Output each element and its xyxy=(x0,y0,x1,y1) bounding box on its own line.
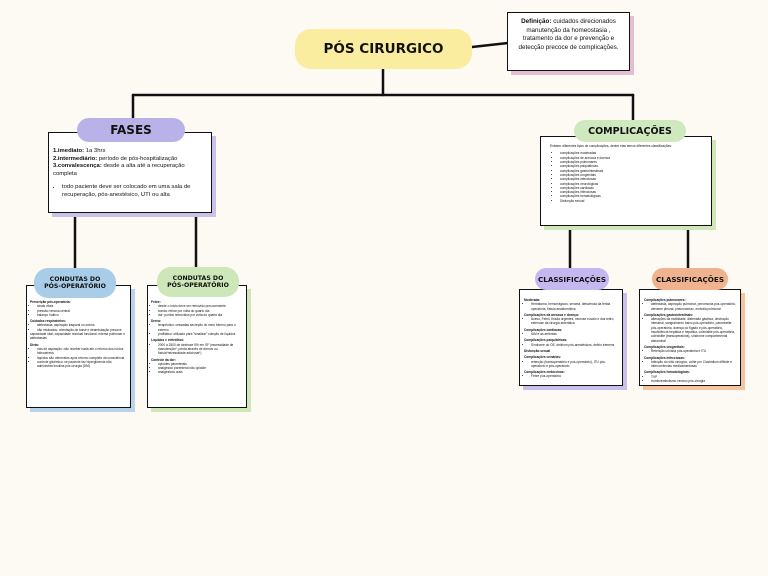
list-item: sinais vitais xyxy=(37,304,127,308)
list-item: tromboembolismo venoso pós-cirurgia xyxy=(651,379,737,383)
list-item: Infecção do sítio cirúrgico, colite por … xyxy=(651,360,737,369)
list-item: vias de aspiração: não receber nada até … xyxy=(37,347,127,356)
list-item: dor: pontos removidos por volta do quart… xyxy=(158,313,243,317)
list-item: 2000 a 2500 de dextrose 5% em SF (necess… xyxy=(158,343,243,356)
section-heading: Prescrição pós-operatória: xyxy=(30,300,71,304)
fases-title: FASES xyxy=(110,123,152,137)
condutas-card-1: Prescrição pós-operatória: sinais vitais… xyxy=(26,285,131,408)
fases-item: 2.intermediário: período de pós-hospital… xyxy=(53,155,178,162)
list-item: Aceso, Febril, fístula urgentes, necrose… xyxy=(531,317,619,326)
classificacoes-card-1: Moderada: Hematoma, hemorragicos, seroma… xyxy=(519,289,623,386)
section-heading: Complicações gastrointestinais: xyxy=(644,312,694,317)
list-item: Disfunção sexual xyxy=(560,199,706,203)
condutas-title: CONDUTAS DO PÓS-OPERATÓRIO xyxy=(167,274,229,290)
section-heading: Complicações cardiacas: xyxy=(524,327,563,332)
list-item: desde o início deve ser removido precoce… xyxy=(158,304,243,308)
list-item: Retenção urinária pós-operatória e ITU xyxy=(651,349,737,353)
list-item: terapêutico: cessadas secreção do meio i… xyxy=(158,323,243,332)
section-heading: Febre: xyxy=(151,300,161,304)
classificacoes-title: CLASSIFICAÇÕES xyxy=(655,274,724,284)
title-box: PÓS CIRURGICO xyxy=(295,29,472,69)
condutas-card-2: Febre: desde o início deve ser removido … xyxy=(147,285,247,408)
list-item: controle glicêmico: se paciente faz hipe… xyxy=(37,360,127,369)
definition-label: Definição: xyxy=(521,18,552,25)
list-item: capacidade vital, capacidade residual fu… xyxy=(30,332,125,341)
list-item: complicações pulmonares xyxy=(560,160,706,164)
complicacoes-intro: Existem diferentes tipos de complicações… xyxy=(550,144,672,148)
list-item: complicações gastrointestinais xyxy=(560,169,706,173)
list-item: IAM e as arritmias xyxy=(531,332,619,336)
section-heading: Complicações psiquiátricas: xyxy=(524,338,568,343)
list-item: balanço hídrico xyxy=(37,313,127,317)
condutas-pill-1: CONDUTAS DO PÓS-OPERATÓRIO xyxy=(34,268,116,298)
fases-pill: FASES xyxy=(77,118,185,142)
classificacoes-pill-2: CLASSIFICAÇÕES xyxy=(652,268,728,290)
condutas-pill-2: CONDUTAS DO PÓS-OPERATÓRIO xyxy=(157,267,239,297)
list-item: complicações psiquiátricas xyxy=(560,164,706,168)
list-item: Hematoma, hemorragicos, seroma, deiscênc… xyxy=(531,302,619,311)
classificacoes-title: CLASSIFICAÇÕES xyxy=(537,274,606,284)
complicacoes-pill: COMPLICAÇÕES xyxy=(574,120,686,142)
list-item: complicações cardiacas xyxy=(560,186,706,190)
list-item: complicações infecciosas xyxy=(560,190,706,194)
list-item: retenção (transoperatório e pós-operatór… xyxy=(531,360,619,369)
section-heading: Complicações urogenitais: xyxy=(644,344,685,349)
fases-item: 1.imediato: 1a 3hrs xyxy=(53,148,106,154)
condutas-title: CONDUTAS DO PÓS-OPERATÓRIO xyxy=(44,275,106,291)
section-heading: Dreno: xyxy=(151,319,162,324)
list-item: atelectasia: aspiração traqueal ou outro… xyxy=(37,323,127,327)
list-item: complicações de aresoca e doenca xyxy=(560,156,706,160)
list-item: líquidos são oferecidos após retorno com… xyxy=(37,356,127,360)
list-item: Síndrome do OE, delirium pós-anestésicos… xyxy=(531,343,619,347)
list-item: atelectasia, aspiração pulmonar, pneumon… xyxy=(651,302,737,311)
section-heading: Dieta: xyxy=(30,342,39,347)
section-heading: Controle da dor: xyxy=(151,357,176,362)
fases-bullet: todo paciente deve ser colocado em uma s… xyxy=(62,184,207,199)
section-heading: Líquidos e eletrólitos: xyxy=(151,338,185,343)
section-heading: Complicações infecciosas: xyxy=(644,355,685,360)
complicacoes-title: COMPLICAÇÕES xyxy=(588,125,672,137)
list-item: analgésico parenteral não opioide xyxy=(158,366,243,370)
classificacoes-pill-1: CLASSIFICAÇÕES xyxy=(535,268,609,290)
section-heading: Complicações pulmonares: xyxy=(644,298,686,302)
list-item: complicações infecciosas xyxy=(560,177,706,181)
section-heading: Complicações da aresoca e doença: xyxy=(524,312,579,317)
list-item: complicações neurológicas xyxy=(560,182,706,186)
list-item: sonda: retirar por volta do quarto dia xyxy=(158,309,243,313)
list-item: analgésicos orais xyxy=(158,370,243,374)
section-heading: Complicações endócrinas: xyxy=(524,370,565,375)
list-item: complicações urogenitais xyxy=(560,173,706,177)
fases-item: 3.convalescença: desde a alta até a recu… xyxy=(53,163,185,177)
definition-text: cuidados direcionados manutenção da home… xyxy=(518,18,619,51)
definition-box: Definição: cuidados direcionados manuten… xyxy=(507,12,630,71)
list-item: TVP xyxy=(651,375,737,379)
list-item: alterações da motilidade, distensão gást… xyxy=(651,317,737,343)
section-heading: Moderada: xyxy=(524,298,541,302)
fases-card: 1.imediato: 1a 3hrs 2.intermediário: per… xyxy=(48,132,212,213)
complicacoes-card: Existem diferentes tipos de complicações… xyxy=(540,136,712,226)
list-item: Febre pós-operatória xyxy=(531,374,619,378)
section-heading: Cuidados respiratórios: xyxy=(30,319,66,324)
list-item: complicações hematológicas xyxy=(560,194,706,198)
complicacoes-list: complicações moderadas complicações de a… xyxy=(550,151,706,203)
section-heading: Complicações hematológicas: xyxy=(644,370,690,375)
classificacoes-card-2: Complicações pulmonares: atelectasia, as… xyxy=(639,289,741,386)
section-heading: Complicações urinárias: xyxy=(524,355,562,360)
list-item: opioides parenterais xyxy=(158,362,243,366)
list-item: não intubados: orientação de tosse e dea… xyxy=(37,328,127,332)
list-item: complicações moderadas xyxy=(560,151,706,155)
section-heading: Disfunção sexual xyxy=(524,348,551,353)
list-item: profilático: utilizado para "sinalizar" … xyxy=(158,332,243,336)
list-item: pressão venosa central xyxy=(37,309,127,313)
page-title: PÓS CIRURGICO xyxy=(323,41,444,57)
